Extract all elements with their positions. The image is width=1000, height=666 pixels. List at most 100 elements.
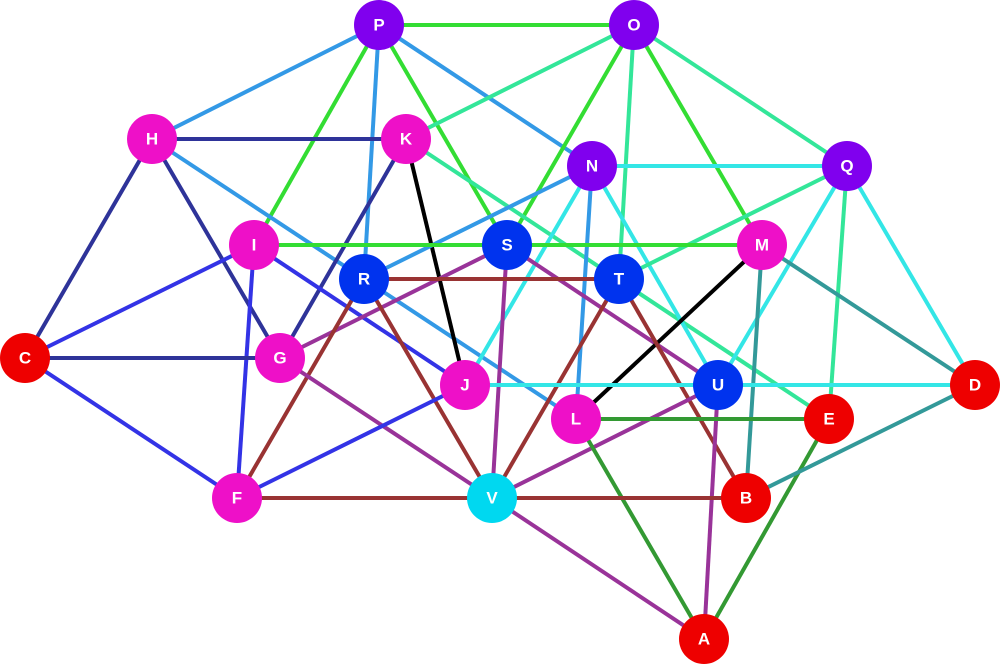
- edge-S-U: [505, 243, 720, 387]
- node-circle-C: [0, 333, 50, 383]
- edge-U-V: [491, 383, 719, 500]
- node-circle-L: [551, 394, 601, 444]
- node-label-O: O: [627, 16, 640, 35]
- node-T: T: [594, 254, 644, 304]
- edge-G-V: [278, 356, 494, 500]
- edge-O-S: [505, 24, 636, 246]
- edge-I-J: [252, 243, 467, 387]
- node-M: M: [737, 220, 787, 270]
- edge-E-A: [702, 418, 831, 640]
- node-circle-P: [354, 0, 404, 50]
- node-circle-J: [440, 360, 490, 410]
- node-B: B: [721, 473, 771, 523]
- node-label-S: S: [501, 236, 512, 255]
- edge-M-L: [574, 243, 764, 421]
- node-label-Q: Q: [840, 157, 853, 176]
- node-L: L: [551, 394, 601, 444]
- edge-O-Q: [632, 23, 849, 168]
- edge-O-T: [617, 24, 636, 280]
- edge-U-A: [702, 384, 720, 640]
- node-circle-I: [229, 220, 279, 270]
- node-Q: Q: [822, 141, 872, 191]
- edge-R-V: [362, 277, 494, 500]
- node-D: D: [950, 360, 1000, 410]
- node-circle-U: [693, 360, 743, 410]
- node-circle-G: [255, 333, 305, 383]
- edge-K-J: [404, 138, 467, 386]
- edge-N-R: [363, 164, 593, 281]
- node-label-E: E: [823, 410, 834, 429]
- edge-P-H: [151, 23, 380, 141]
- edge-P-I: [252, 24, 381, 246]
- node-label-J: J: [460, 376, 469, 395]
- edge-C-F: [23, 356, 239, 500]
- edge-I-C: [24, 243, 255, 360]
- node-circle-B: [721, 473, 771, 523]
- node-label-A: A: [698, 630, 710, 649]
- node-circle-K: [381, 114, 431, 164]
- node-R: R: [339, 254, 389, 304]
- edge-N-J: [463, 164, 594, 387]
- edge-P-R: [362, 24, 381, 280]
- node-label-C: C: [19, 349, 31, 368]
- edge-Q-D: [845, 164, 977, 387]
- node-label-F: F: [232, 489, 242, 508]
- node-label-D: D: [969, 376, 981, 395]
- node-E: E: [804, 394, 854, 444]
- edge-R-F: [235, 277, 366, 500]
- node-label-N: N: [586, 157, 598, 176]
- edge-Q-U: [716, 164, 849, 387]
- edge-T-V: [490, 277, 621, 500]
- edge-J-F: [236, 383, 466, 500]
- node-circle-A: [679, 614, 729, 664]
- edge-L-A: [574, 417, 706, 641]
- node-N: N: [567, 141, 617, 191]
- edge-K-G: [278, 138, 408, 359]
- node-circle-F: [212, 473, 262, 523]
- node-J: J: [440, 360, 490, 410]
- edge-P-S: [377, 23, 509, 247]
- node-circle-D: [950, 360, 1000, 410]
- node-F: F: [212, 473, 262, 523]
- node-circle-M: [737, 220, 787, 270]
- node-V: V: [467, 473, 517, 523]
- node-circle-R: [339, 254, 389, 304]
- node-circle-T: [594, 254, 644, 304]
- node-circle-E: [804, 394, 854, 444]
- node-circle-S: [482, 220, 532, 270]
- edge-S-V: [490, 244, 509, 499]
- node-label-I: I: [252, 236, 257, 255]
- edge-D-B: [745, 383, 976, 500]
- edge-O-M: [632, 23, 764, 247]
- edge-M-D: [760, 243, 977, 387]
- node-circle-N: [567, 141, 617, 191]
- node-label-V: V: [486, 489, 498, 508]
- node-label-T: T: [614, 270, 625, 289]
- node-label-M: M: [755, 236, 769, 255]
- node-label-R: R: [358, 270, 370, 289]
- node-label-G: G: [273, 349, 286, 368]
- node-circle-H: [127, 114, 177, 164]
- node-U: U: [693, 360, 743, 410]
- node-circle-V: [467, 473, 517, 523]
- edge-Q-E: [827, 165, 849, 420]
- edge-S-G: [279, 243, 508, 360]
- node-K: K: [381, 114, 431, 164]
- node-circle-Q: [822, 141, 872, 191]
- edge-M-B: [744, 244, 764, 499]
- edges-layer: [23, 23, 977, 641]
- node-I: I: [229, 220, 279, 270]
- node-label-L: L: [571, 410, 581, 429]
- node-H: H: [127, 114, 177, 164]
- node-O: O: [609, 0, 659, 50]
- node-G: G: [255, 333, 305, 383]
- node-label-K: K: [400, 130, 413, 149]
- node-circle-O: [609, 0, 659, 50]
- edge-H-G: [150, 137, 282, 360]
- node-P: P: [354, 0, 404, 50]
- edge-T-B: [617, 277, 748, 500]
- edge-N-U: [590, 165, 720, 386]
